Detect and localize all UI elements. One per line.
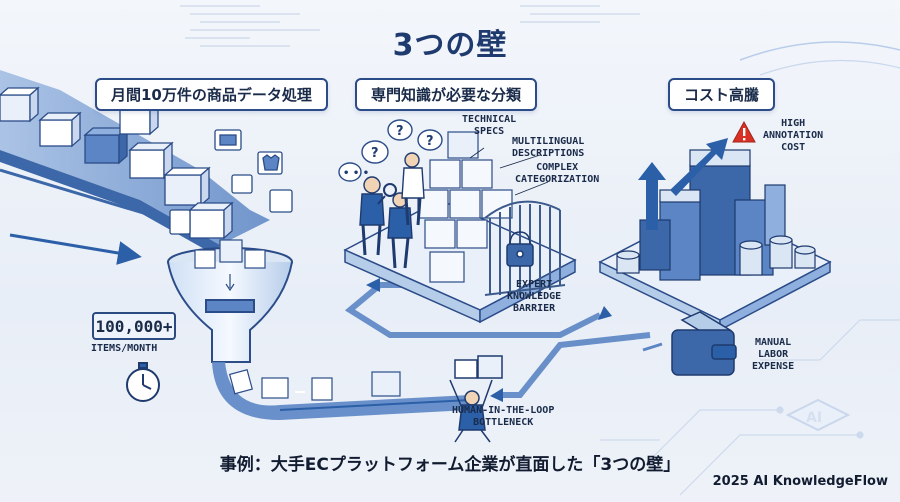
svg-text:?: ? — [396, 124, 404, 139]
hitl-bottleneck-label: HUMAN-IN-THE-LOOP BOTTLENECK — [452, 405, 555, 428]
circuit-background — [600, 319, 900, 496]
items-month-label: ITEMS/MONTH — [91, 343, 158, 354]
stacked-product-boxes — [417, 131, 513, 283]
funnel-items — [194, 239, 266, 292]
page-title: 3つの壁 — [392, 28, 508, 63]
lock-icon — [506, 231, 534, 267]
floating-product-icons — [169, 129, 293, 235]
product-boxes — [0, 86, 234, 240]
flow-arrowheads — [366, 278, 612, 402]
multilingual-label: MULTILINGUAL DESCRIPTIONS — [512, 136, 585, 159]
caption: 事例：大手ECプラットフォーム企業が直面した「3つの壁」 — [219, 455, 681, 475]
warning-icon — [732, 120, 756, 143]
high-cost-label: HIGH ANNOTATION COST — [763, 118, 824, 153]
ai-chip — [785, 398, 851, 432]
funnel-icon — [167, 247, 293, 363]
footer-credit: 2025 AI KnowledgeFlow — [712, 474, 888, 489]
expert-people — [359, 152, 425, 269]
money-stacks — [639, 149, 786, 281]
svg-text:?: ? — [426, 134, 434, 149]
question-icon — [338, 119, 443, 182]
manual-labor-label: MANUAL LABOR EXPENSE — [752, 337, 795, 372]
coin-stacks — [616, 235, 816, 276]
heading-cost-surge: コスト高騰 — [668, 78, 776, 111]
flow-paths — [344, 282, 651, 398]
heading-expert-classification: 専門知識が必要な分類 — [355, 78, 538, 111]
complex-categorization-label: COMPLEX CATEGORIZATION — [515, 162, 600, 185]
bottleneck-person — [449, 355, 503, 443]
item-counter: 100,000+ — [92, 312, 176, 340]
bottom-conveyor — [212, 362, 471, 420]
expert-barrier-label: EXPERT KNOWLEDGE BARRIER — [507, 279, 562, 314]
question-marks: ??? • • • — [343, 124, 434, 179]
ai-badge: AI — [806, 410, 823, 426]
svg-text:• • •: • • • — [343, 168, 369, 179]
heading-product-volume: 月間10万件の商品データ処理 — [95, 78, 328, 111]
label-pointers — [469, 147, 549, 196]
svg-text:?: ? — [371, 146, 379, 161]
wallet-icon — [642, 311, 737, 376]
stopwatch-icon — [126, 362, 160, 402]
technical-specs-label: TECHNICAL SPECS — [462, 114, 517, 137]
rising-arrows — [638, 138, 728, 230]
code-background — [180, 5, 640, 47]
